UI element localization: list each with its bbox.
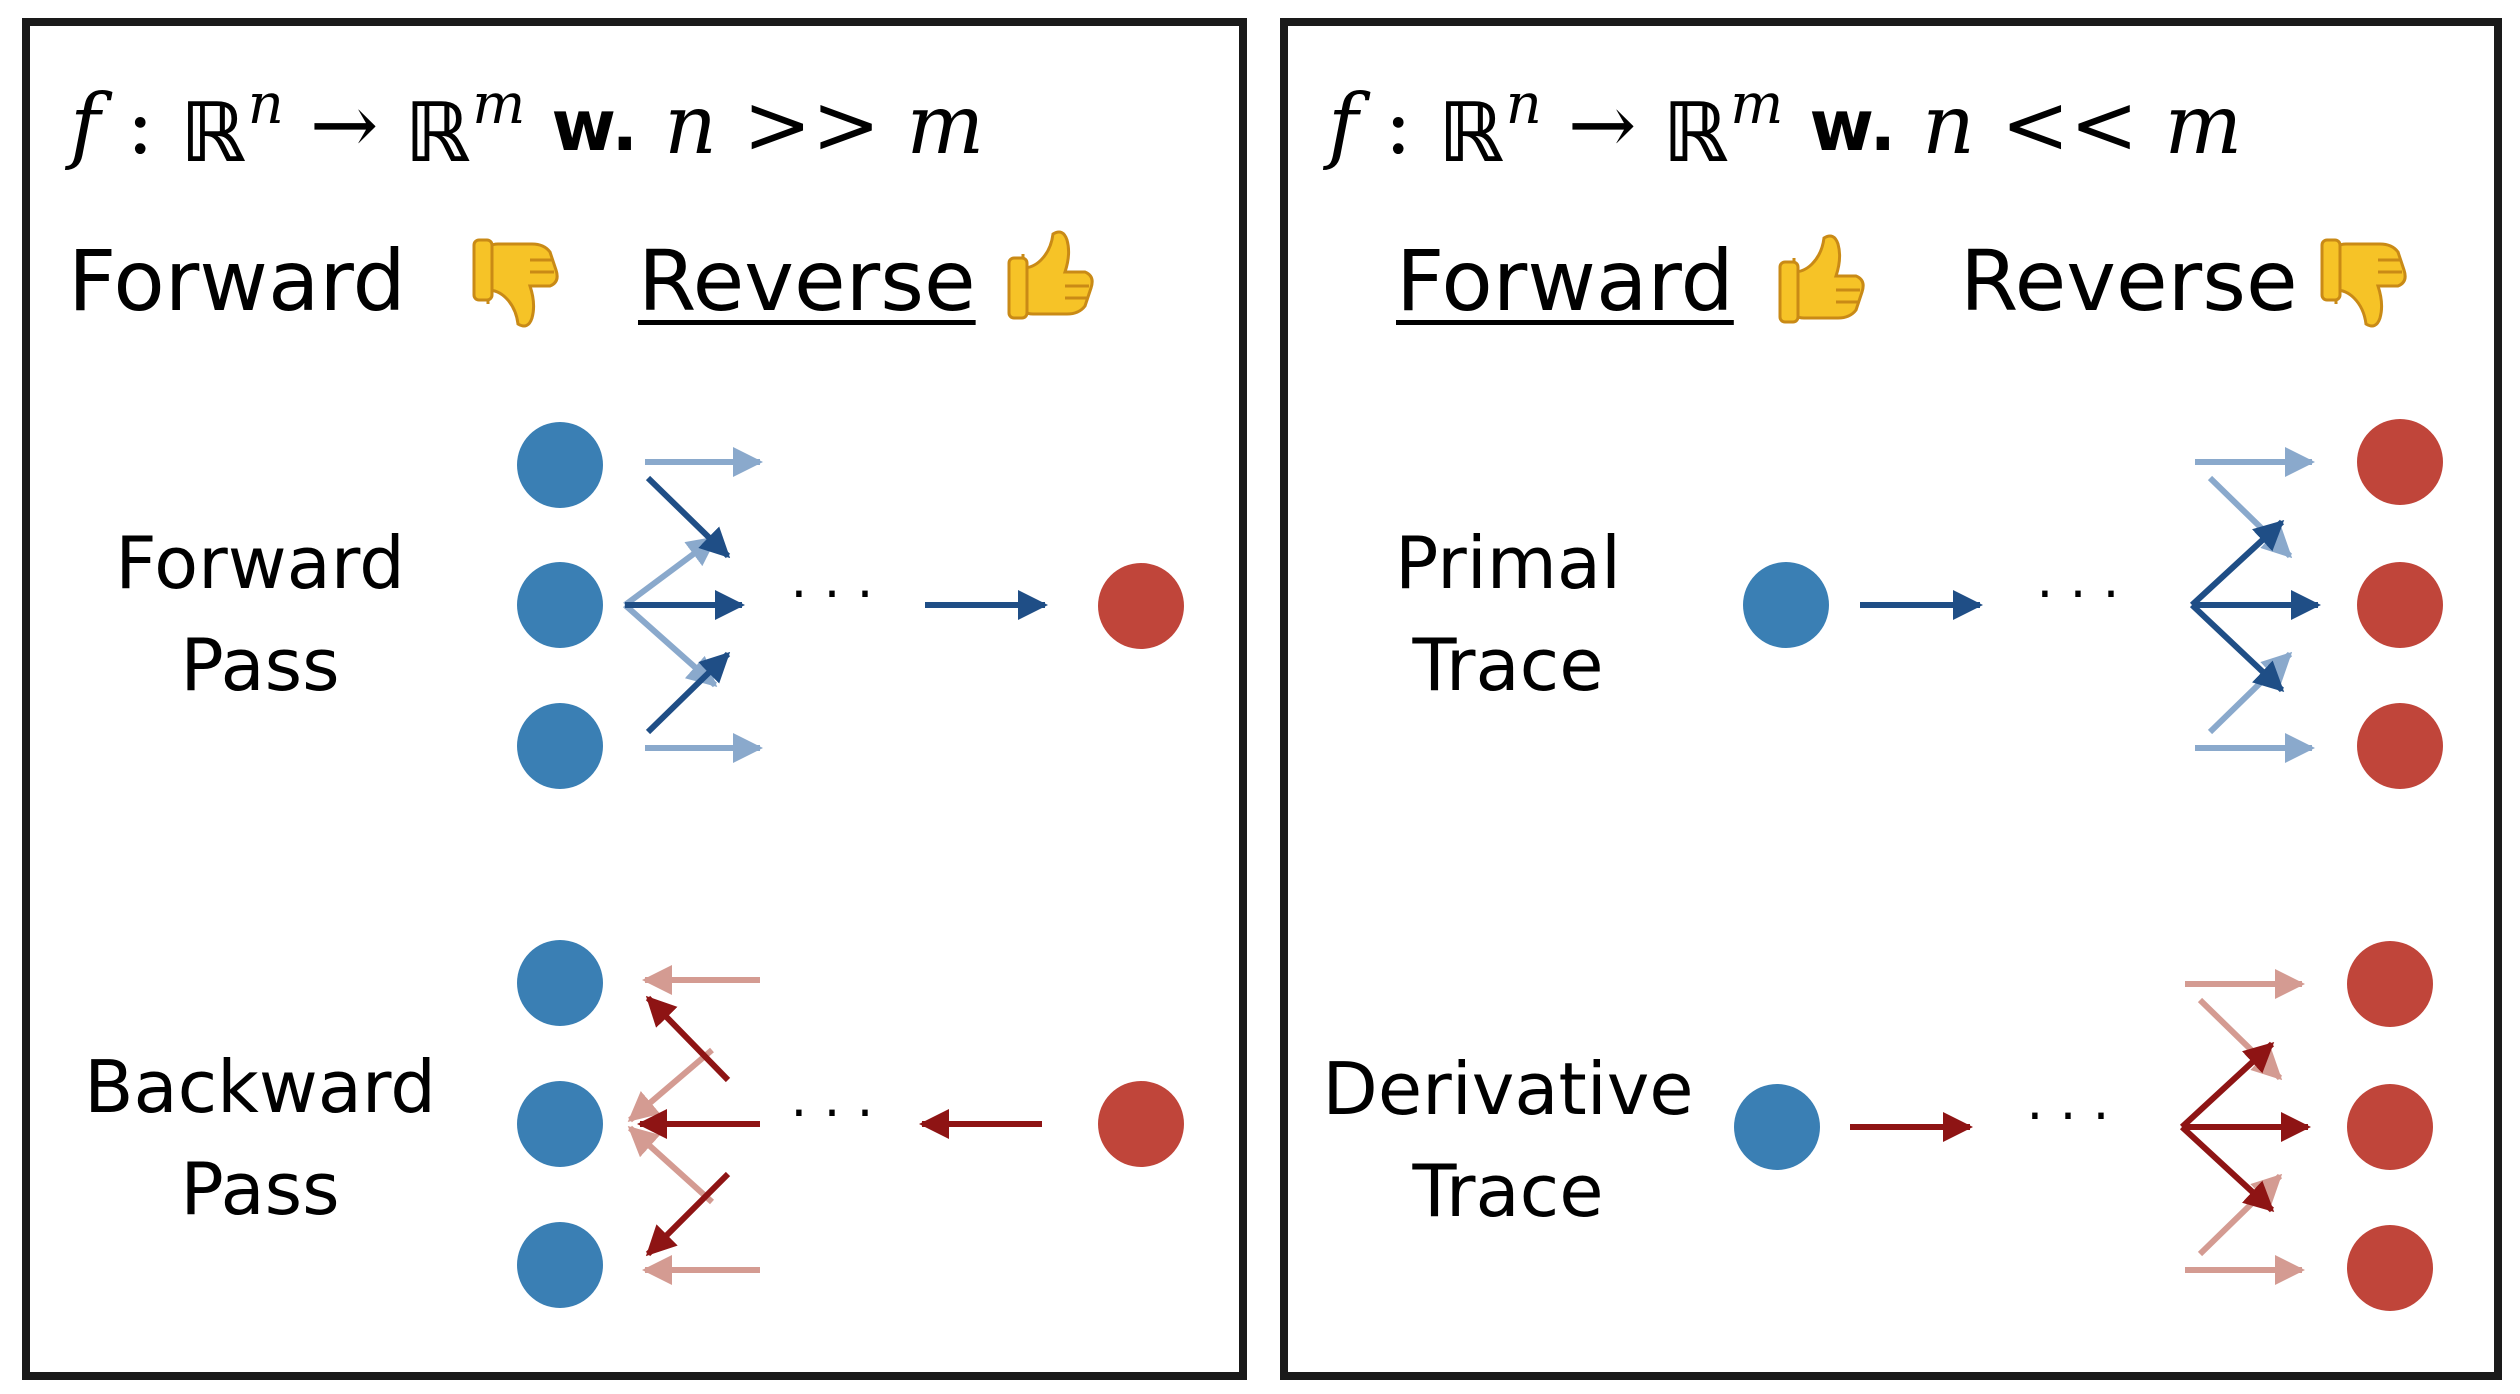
forward-pass-diagram bbox=[517, 422, 1184, 789]
primal-trace-diagram bbox=[1743, 419, 2443, 789]
ellipsis: · · · bbox=[2027, 1087, 2110, 1147]
arrow-light bbox=[623, 535, 718, 608]
arrow-light bbox=[627, 1047, 714, 1123]
formula-condition: n << m bbox=[1922, 78, 2243, 173]
output-node bbox=[2347, 1084, 2433, 1170]
formula-left: f : ℝn → ℝm w. n >> m bbox=[70, 56, 1010, 196]
arrow-dark bbox=[2179, 1041, 2275, 1130]
input-node bbox=[517, 1222, 603, 1308]
backward-pass-label: Backward Pass bbox=[84, 1045, 436, 1231]
input-node bbox=[1743, 562, 1829, 648]
input-node bbox=[1734, 1084, 1820, 1170]
formula-domain: ℝn bbox=[1438, 72, 1542, 181]
backward-pass-diagram bbox=[517, 940, 1184, 1308]
formula-arrow: → bbox=[1567, 78, 1637, 173]
output-node bbox=[1098, 1081, 1184, 1167]
formula-right: f : ℝn → ℝm w. n << m bbox=[1328, 56, 2268, 196]
thumbs-down-icon bbox=[2320, 238, 2407, 328]
input-node bbox=[517, 422, 603, 508]
thumbs-down-icon bbox=[472, 238, 559, 328]
formula-codomain: ℝm bbox=[1662, 72, 1784, 181]
input-node bbox=[517, 703, 603, 789]
output-node bbox=[1098, 563, 1184, 649]
forward-pass-label: Forward Pass bbox=[115, 521, 405, 707]
arrow-light bbox=[2207, 475, 2293, 559]
formula-colon: : bbox=[126, 78, 154, 173]
input-node bbox=[517, 940, 603, 1026]
arrow-dark bbox=[645, 1171, 731, 1257]
input-node bbox=[517, 1081, 603, 1167]
arrow-dark bbox=[645, 475, 731, 559]
panel-many-outputs: f : ℝn → ℝm w. n << m Forward Reverse Pr… bbox=[1280, 18, 2502, 1380]
formula-function: f bbox=[70, 78, 101, 173]
arrow-dark bbox=[2179, 1124, 2275, 1213]
thumbs-up-icon bbox=[1778, 234, 1865, 324]
ellipsis: · · · bbox=[791, 565, 874, 625]
formula-condition: n >> m bbox=[664, 78, 985, 173]
output-node bbox=[2347, 1225, 2433, 1311]
output-node bbox=[2357, 703, 2443, 789]
derivative-trace-label: Derivative Trace bbox=[1322, 1047, 1694, 1233]
formula-with: w. bbox=[1809, 85, 1897, 167]
formula-function: f bbox=[1328, 78, 1359, 173]
output-node bbox=[2357, 562, 2443, 648]
ellipsis: · · · bbox=[791, 1084, 874, 1144]
mode-forward-label: Forward bbox=[68, 232, 406, 330]
arrow-dark bbox=[2189, 602, 2285, 693]
formula-arrow: → bbox=[309, 78, 379, 173]
derivative-trace-diagram bbox=[1734, 941, 2433, 1311]
ellipsis: · · · bbox=[2037, 565, 2120, 625]
arrow-light bbox=[2197, 997, 2283, 1081]
formula-colon: : bbox=[1384, 78, 1412, 173]
arrow-light bbox=[2207, 651, 2293, 735]
output-node bbox=[2357, 419, 2443, 505]
formula-with: w. bbox=[551, 85, 639, 167]
output-node bbox=[2347, 941, 2433, 1027]
arrow-light bbox=[623, 602, 718, 688]
formula-codomain: ℝm bbox=[404, 72, 526, 181]
arrow-dark bbox=[645, 995, 731, 1083]
arrow-light bbox=[627, 1125, 715, 1205]
formula-domain: ℝn bbox=[180, 72, 284, 181]
mode-forward-label: Forward bbox=[1396, 232, 1734, 330]
primal-trace-label: Primal Trace bbox=[1394, 521, 1622, 707]
arrow-dark bbox=[645, 651, 731, 735]
mode-reverse-label: Reverse bbox=[638, 232, 976, 330]
input-node bbox=[517, 562, 603, 648]
arrow-dark bbox=[2189, 519, 2285, 608]
mode-reverse-label: Reverse bbox=[1960, 232, 2298, 330]
arrow-light bbox=[2197, 1173, 2283, 1257]
thumbs-up-icon bbox=[1007, 230, 1094, 320]
